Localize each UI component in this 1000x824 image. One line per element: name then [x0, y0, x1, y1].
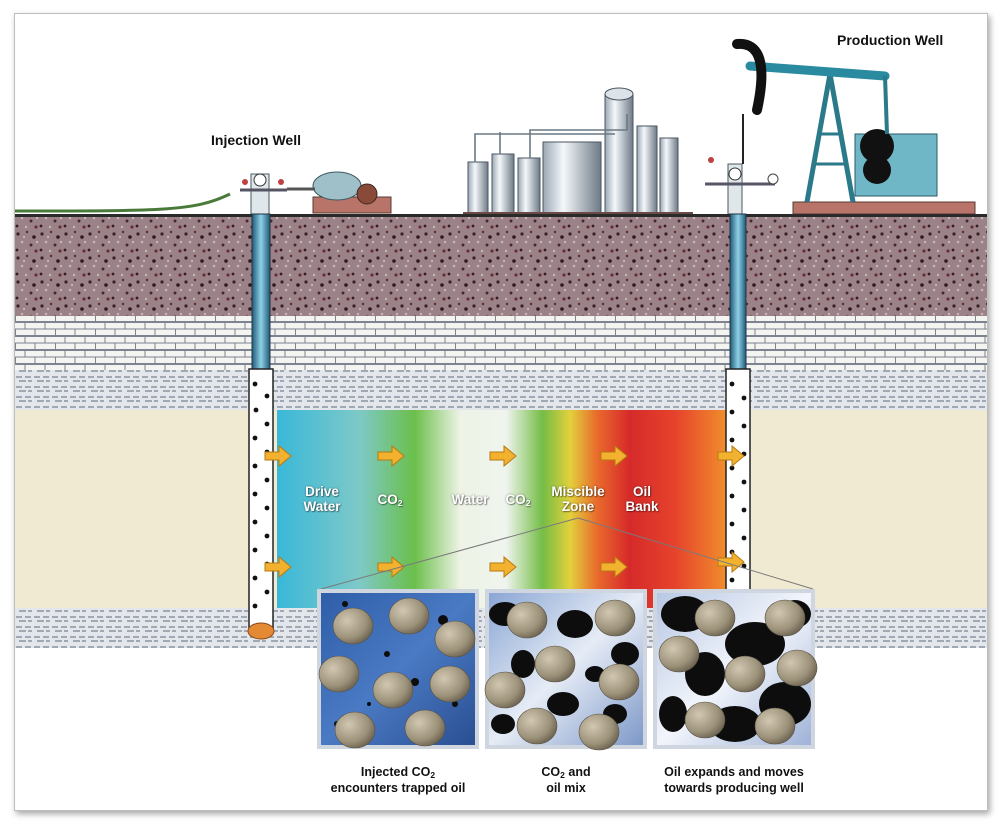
topsoil-layer — [15, 214, 987, 316]
surface-facilities — [15, 38, 976, 216]
zone-label-water: Water — [451, 492, 489, 507]
shale-layer — [15, 370, 987, 410]
limestone-layer — [15, 316, 987, 370]
production-well-bore — [725, 213, 751, 610]
inset-pane-injected — [317, 589, 479, 749]
zone-label-co2-second: CO2 — [505, 492, 531, 508]
reservoir-cross-section — [15, 14, 987, 810]
inset-pane-mixing — [484, 589, 647, 751]
caption-co2-oil-mix: CO2 and oil mix — [541, 765, 591, 795]
zone-label-co2-first: CO2 — [377, 492, 403, 508]
caption-injected-co2: Injected CO2 encounters trapped oil — [330, 765, 466, 795]
caption-oil-expands: Oil expands and moves towards producing … — [664, 765, 804, 795]
injection-well-label: Injection Well — [211, 132, 301, 148]
injection-well-bore — [247, 213, 275, 640]
inset-pane-expansion — [653, 589, 818, 749]
production-well-label: Production Well — [837, 32, 944, 48]
